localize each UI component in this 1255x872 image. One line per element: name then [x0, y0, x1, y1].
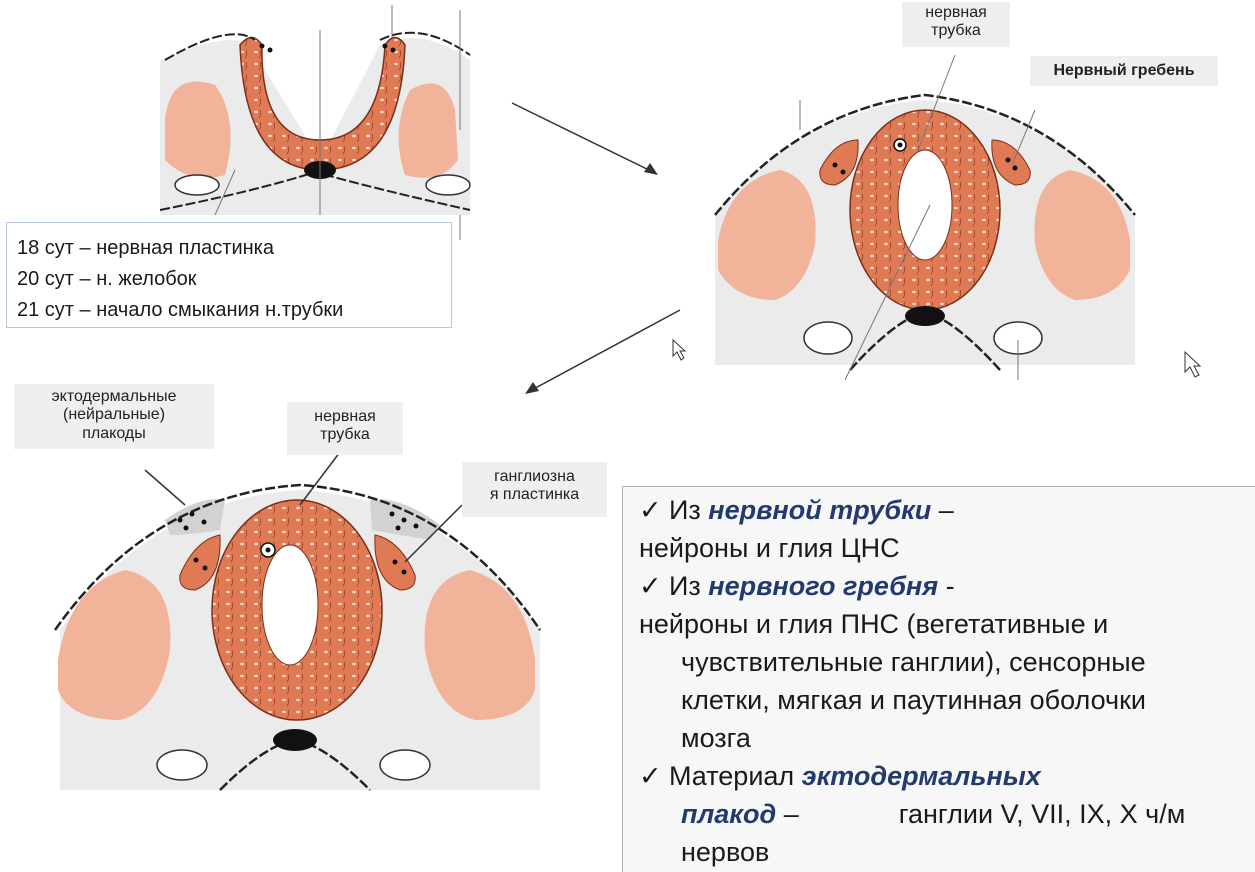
label-line: Нервный гребень: [1030, 62, 1218, 80]
label-line: трубка: [287, 426, 403, 444]
fact-text: -: [938, 571, 955, 601]
tube3-placode-left: [165, 499, 225, 535]
tube2-lumen: [898, 150, 952, 260]
aorta-left: [175, 175, 219, 195]
fact-3-line-2: плакод – ганглии V, VII, IX, X ч/м: [639, 795, 1255, 833]
fact-2-line-4: мозга: [639, 719, 1255, 757]
fact-emphasis: нервной трубки: [708, 495, 931, 525]
fact-2-line-2: чувствительные ганглии), сенсорные: [639, 643, 1255, 681]
stage-21: 21 сут – начало смыкания н.трубки: [17, 295, 441, 326]
label-line: (нейральные): [14, 406, 214, 424]
fact-2-heading: ✓Из нервного гребня -: [639, 567, 1255, 605]
label-neural-tube-bottom: нервная трубка: [287, 402, 403, 455]
derivatives-box: ✓Из нервной трубки – нейроны и глия ЦНС …: [622, 486, 1255, 872]
fact-3-heading: ✓Материал эктодермальных: [639, 757, 1255, 795]
label-line: нервная: [902, 4, 1010, 22]
fact-text: Из: [669, 495, 708, 525]
neural-tube-stage: [715, 55, 1135, 380]
label-neural-tube-top: нервная трубка: [902, 2, 1010, 47]
groove-mesoderm-left: [165, 82, 231, 178]
groove-mesoderm-right: [399, 83, 458, 178]
fact-emphasis: плакод: [681, 799, 776, 829]
arrow-to-stage-3: [528, 310, 680, 392]
checkmark-icon: ✓: [639, 491, 669, 529]
aorta-right: [426, 175, 470, 195]
tube3-aorta-right: [380, 750, 430, 780]
fact-text: ганглии V, VII, IX, X ч/м: [899, 799, 1186, 829]
fact-text: –: [931, 495, 954, 525]
neural-groove-stage: [160, 5, 470, 240]
mouse-cursor-icon: [673, 340, 685, 360]
label-line: плакоды: [14, 425, 214, 443]
checkmark-icon: ✓: [639, 757, 669, 795]
stage-18: 18 сут – нервная пластинка: [17, 233, 441, 264]
fact-emphasis: эктодермальных: [802, 761, 1041, 791]
label-line: ганглиозна: [462, 468, 607, 486]
tube2-aorta-left: [804, 322, 852, 354]
stage-timeline-box: 18 сут – нервная пластинка 20 сут – н. ж…: [6, 222, 452, 328]
mouse-cursor-icon: [1185, 352, 1200, 377]
label-line: я пластинка: [462, 486, 607, 504]
fact-3-line-3: нервов: [639, 833, 1255, 871]
fact-text: Материал: [669, 761, 802, 791]
label-line: трубка: [902, 22, 1010, 40]
tube3-lumen: [262, 545, 318, 665]
label-placodes: эктодермальные (нейральные) плакоды: [14, 384, 214, 449]
tube3-notochord: [273, 729, 317, 751]
arrow-to-stage-2: [512, 103, 655, 173]
fact-text: –: [776, 799, 799, 829]
label-line: эктодермальные: [14, 388, 214, 406]
fact-1-heading: ✓Из нервной трубки –: [639, 491, 1255, 529]
fact-emphasis: нервного гребня: [708, 571, 938, 601]
label-ganglion-plate: ганглиозна я пластинка: [462, 462, 607, 517]
stage-20: 20 сут – н. желобок: [17, 264, 441, 295]
tube3-aorta-left: [157, 750, 207, 780]
label-line: нервная: [287, 408, 403, 426]
tube2-notochord: [905, 306, 945, 326]
checkmark-icon: ✓: [639, 567, 669, 605]
fact-text: Из: [669, 571, 708, 601]
fact-1-text: нейроны и глия ЦНС: [639, 529, 1255, 567]
label-neural-crest: Нервный гребень: [1030, 56, 1218, 86]
fact-2-line-3: клетки, мягкая и паутинная оболочки: [639, 681, 1255, 719]
fact-2-line-1: нейроны и глия ПНС (вегетативные и: [639, 605, 1255, 643]
